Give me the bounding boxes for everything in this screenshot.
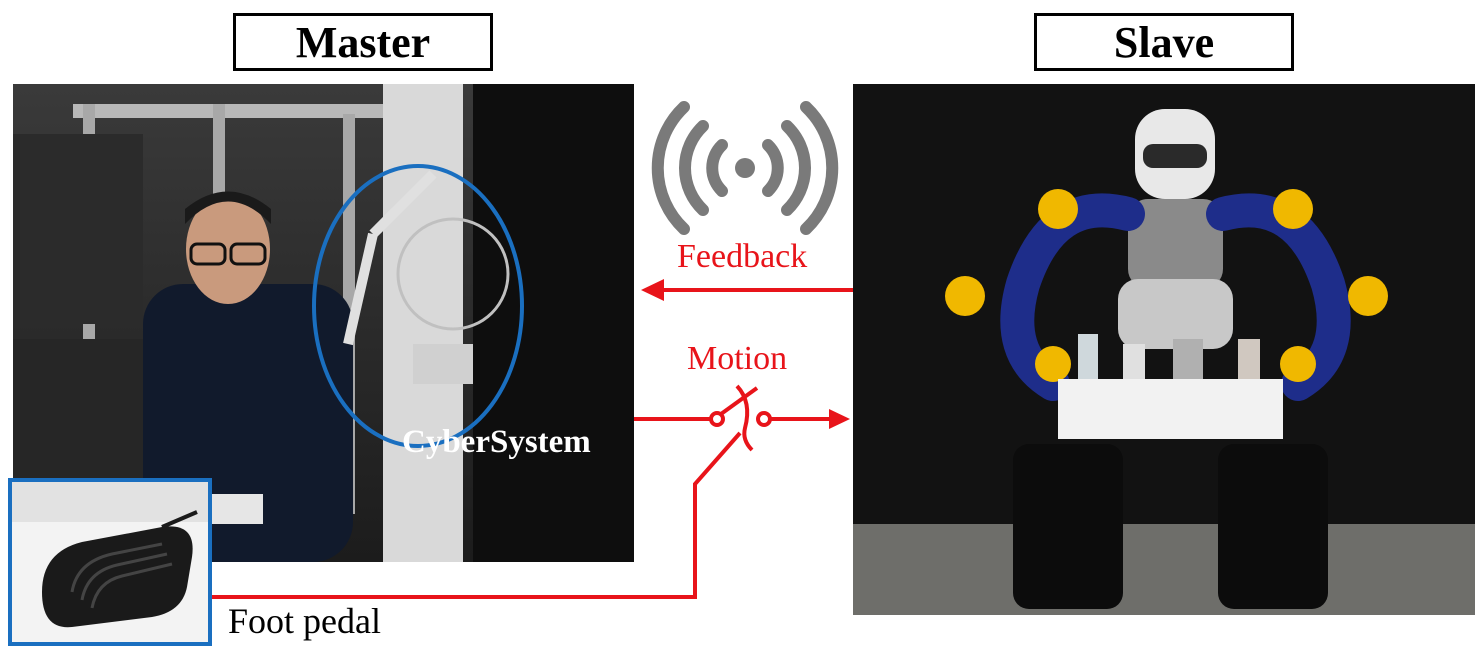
wireless-signal-icon — [651, 101, 839, 235]
foot-pedal-photo — [8, 478, 212, 646]
slave-title: Slave — [1034, 13, 1294, 71]
foot-pedal-label: Foot pedal — [228, 601, 381, 641]
switch-icon — [709, 384, 772, 452]
master-title: Master — [233, 13, 493, 71]
feedback-label: Feedback — [677, 238, 808, 275]
motion-arrow — [634, 409, 850, 429]
feedback-arrow — [641, 279, 853, 301]
motion-label: Motion — [687, 340, 788, 377]
cybersystem-label: CyberSystem — [402, 424, 591, 460]
foot-pedal-signal-line — [212, 431, 742, 599]
master-photo — [13, 84, 634, 562]
slave-photo — [853, 84, 1475, 615]
